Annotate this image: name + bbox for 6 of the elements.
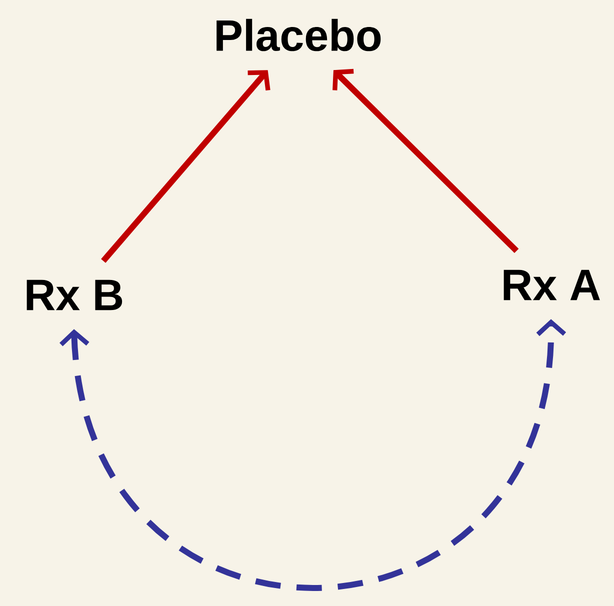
arrow	[101, 70, 270, 263]
arrow	[60, 319, 566, 590]
node-label: Rx B	[26, 280, 122, 310]
node-label: Placebo	[216, 18, 381, 52]
arrow	[332, 68, 519, 254]
node-label: Rx A	[504, 270, 600, 300]
